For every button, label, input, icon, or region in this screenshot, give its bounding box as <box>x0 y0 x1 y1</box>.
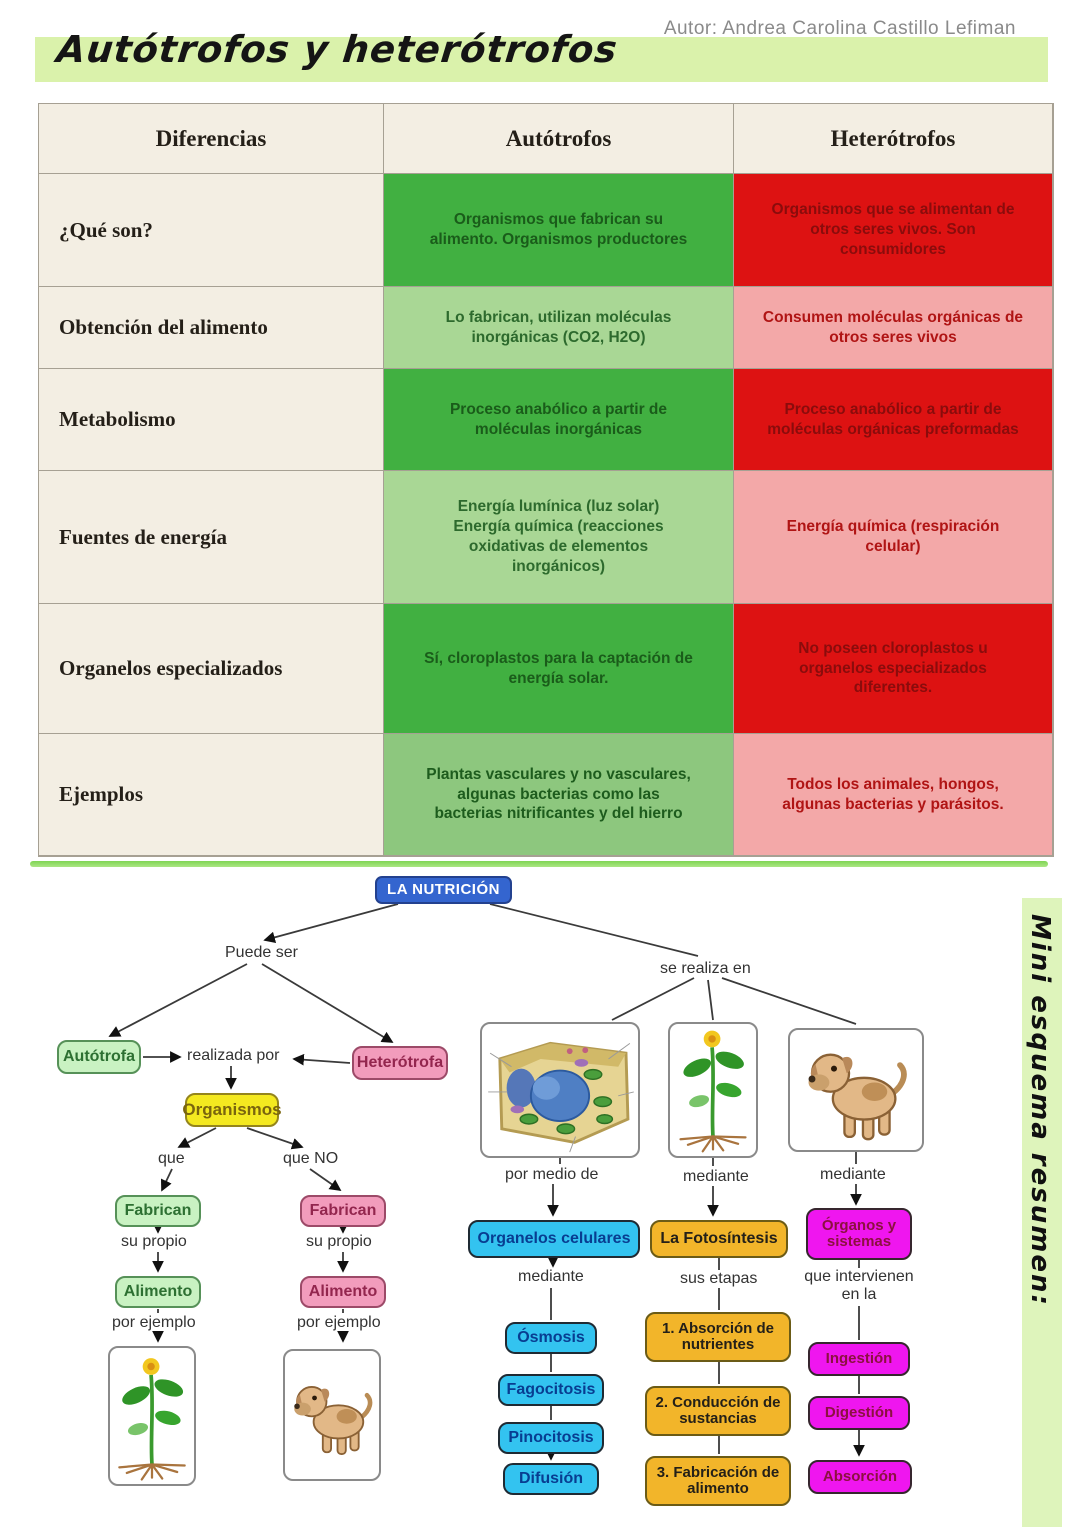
node-ingestion: Ingestión <box>808 1342 910 1376</box>
cell-metabolismo-heterotrofos: Proceso anabólico a partir de moléculas … <box>734 369 1053 471</box>
label-mediante-2: mediante <box>820 1166 886 1183</box>
node-etapa-3-fabricacion-de-alimento: 3. Fabricación de alimento <box>645 1456 791 1506</box>
title-banner: Autótrofos y heterótrofos <box>35 28 1048 82</box>
node-la-fotosintesis: La Fotosíntesis <box>650 1220 788 1258</box>
cell-organelos-heterotrofos: No poseen cloroplastos u organelos espec… <box>734 604 1053 734</box>
side-banner: Mini esquema resumen: <box>1022 898 1062 1527</box>
side-banner-text: Mini esquema resumen: <box>1025 914 1055 1307</box>
table-header-heterotrofos: Heterótrofos <box>734 104 1053 174</box>
row-label-que-son: ¿Qué son? <box>39 174 384 287</box>
plant-cell-illustration <box>488 1041 634 1153</box>
node-difusion: Difusión <box>503 1463 599 1495</box>
node-osmosis: Ósmosis <box>505 1322 597 1354</box>
label-mediante-3: mediante <box>518 1268 584 1285</box>
label-puede-ser: Puede ser <box>225 944 298 961</box>
dog-illustration <box>808 1053 907 1141</box>
row-label-metabolismo: Metabolismo <box>39 369 384 471</box>
label-que-no: que NO <box>283 1150 339 1167</box>
author-line: Autor: Andrea Carolina Castillo Lefiman <box>663 18 1016 39</box>
page-title: Autótrofos y heterótrofos <box>54 28 620 71</box>
node-organelos-celulares: Organelos celulares <box>468 1220 640 1258</box>
cell-organelos-autotrofos: Sí, cloroplastos para la captación de en… <box>384 604 734 734</box>
node-digestion: Digestión <box>808 1396 910 1430</box>
node-heterotrofa: Heterótrofa <box>352 1046 448 1080</box>
plant-photosynthesis-image <box>668 1022 758 1158</box>
label-sus-etapas: sus etapas <box>680 1270 758 1287</box>
node-absorcion: Absorción <box>808 1460 912 1494</box>
label-mediante-1: mediante <box>683 1168 749 1185</box>
label-realizada-por: realizada por <box>187 1047 280 1064</box>
node-fabrican-autotrofa: Fabrican <box>115 1195 201 1227</box>
node-autotrofa: Autótrofa <box>57 1040 141 1074</box>
label-por-medio-de: por medio de <box>505 1166 599 1183</box>
plant-example-image <box>108 1346 196 1486</box>
label-que-intervienen-en-la: que intervienen en la <box>804 1268 914 1303</box>
cell-fuentes-autotrofos: Energía lumínica (luz solar) Energía quí… <box>384 471 734 604</box>
cell-ejemplos-autotrofos: Plantas vasculares y no vasculares, algu… <box>384 734 734 856</box>
plant-cell-image <box>480 1022 640 1158</box>
nutrition-concept-map: LA NUTRICIÓN Puede ser se realiza en Aut… <box>0 876 1080 1527</box>
cell-ejemplos-heterotrofos: Todos los animales, hongos, algunas bact… <box>734 734 1053 856</box>
row-label-organelos: Organelos especializados <box>39 604 384 734</box>
cell-obtencion-heterotrofos: Consumen moléculas orgánicas de otros se… <box>734 287 1053 369</box>
dog-animal-image <box>788 1028 924 1152</box>
node-pinocitosis: Pinocitosis <box>498 1422 604 1454</box>
plant-illustration <box>118 1358 186 1481</box>
node-etapa-2-conduccion-de-sustancias: 2. Conducción de sustancias <box>645 1386 791 1436</box>
green-divider-line <box>30 861 1048 867</box>
label-su-propio-2: su propio <box>306 1233 372 1250</box>
row-label-fuentes: Fuentes de energía <box>39 471 384 604</box>
comparison-table: Diferencias Autótrofos Heterótrofos ¿Qué… <box>38 103 1054 857</box>
node-alimento-heterotrofa: Alimento <box>300 1276 386 1308</box>
row-label-obtencion: Obtención del alimento <box>39 287 384 369</box>
connector-lines <box>108 903 865 1461</box>
label-que: que <box>158 1150 185 1167</box>
table-header-autotrofos: Autótrofos <box>384 104 734 174</box>
row-label-ejemplos: Ejemplos <box>39 734 384 856</box>
dog-illustration <box>294 1386 373 1456</box>
label-por-ejemplo-2: por ejemplo <box>297 1314 381 1331</box>
cell-que-son-autotrofos: Organismos que fabrican su alimento. Org… <box>384 174 734 287</box>
cell-fuentes-heterotrofos: Energía química (respiración celular) <box>734 471 1053 604</box>
node-etapa-1-absorcion-de-nutrientes: 1. Absorción de nutrientes <box>645 1312 791 1362</box>
node-organos-y-sistemas: Órganos y sistemas <box>806 1208 912 1260</box>
label-se-realiza-en: se realiza en <box>660 960 751 977</box>
plant-illustration <box>679 1030 747 1153</box>
cell-obtencion-autotrofos: Lo fabrican, utilizan moléculas inorgáni… <box>384 287 734 369</box>
cell-que-son-heterotrofos: Organismos que se alimentan de otros ser… <box>734 174 1053 287</box>
node-la-nutricion: LA NUTRICIÓN <box>375 876 512 904</box>
node-fabrican-heterotrofa: Fabrican <box>300 1195 386 1227</box>
node-fagocitosis: Fagocitosis <box>498 1374 604 1406</box>
node-organismos: Organismos <box>182 1093 282 1127</box>
node-alimento-autotrofa: Alimento <box>115 1276 201 1308</box>
table-header-diferencias: Diferencias <box>39 104 384 174</box>
label-por-ejemplo-1: por ejemplo <box>112 1314 196 1331</box>
cell-metabolismo-autotrofos: Proceso anabólico a partir de moléculas … <box>384 369 734 471</box>
dog-example-image <box>283 1349 381 1481</box>
label-su-propio-1: su propio <box>121 1233 187 1250</box>
